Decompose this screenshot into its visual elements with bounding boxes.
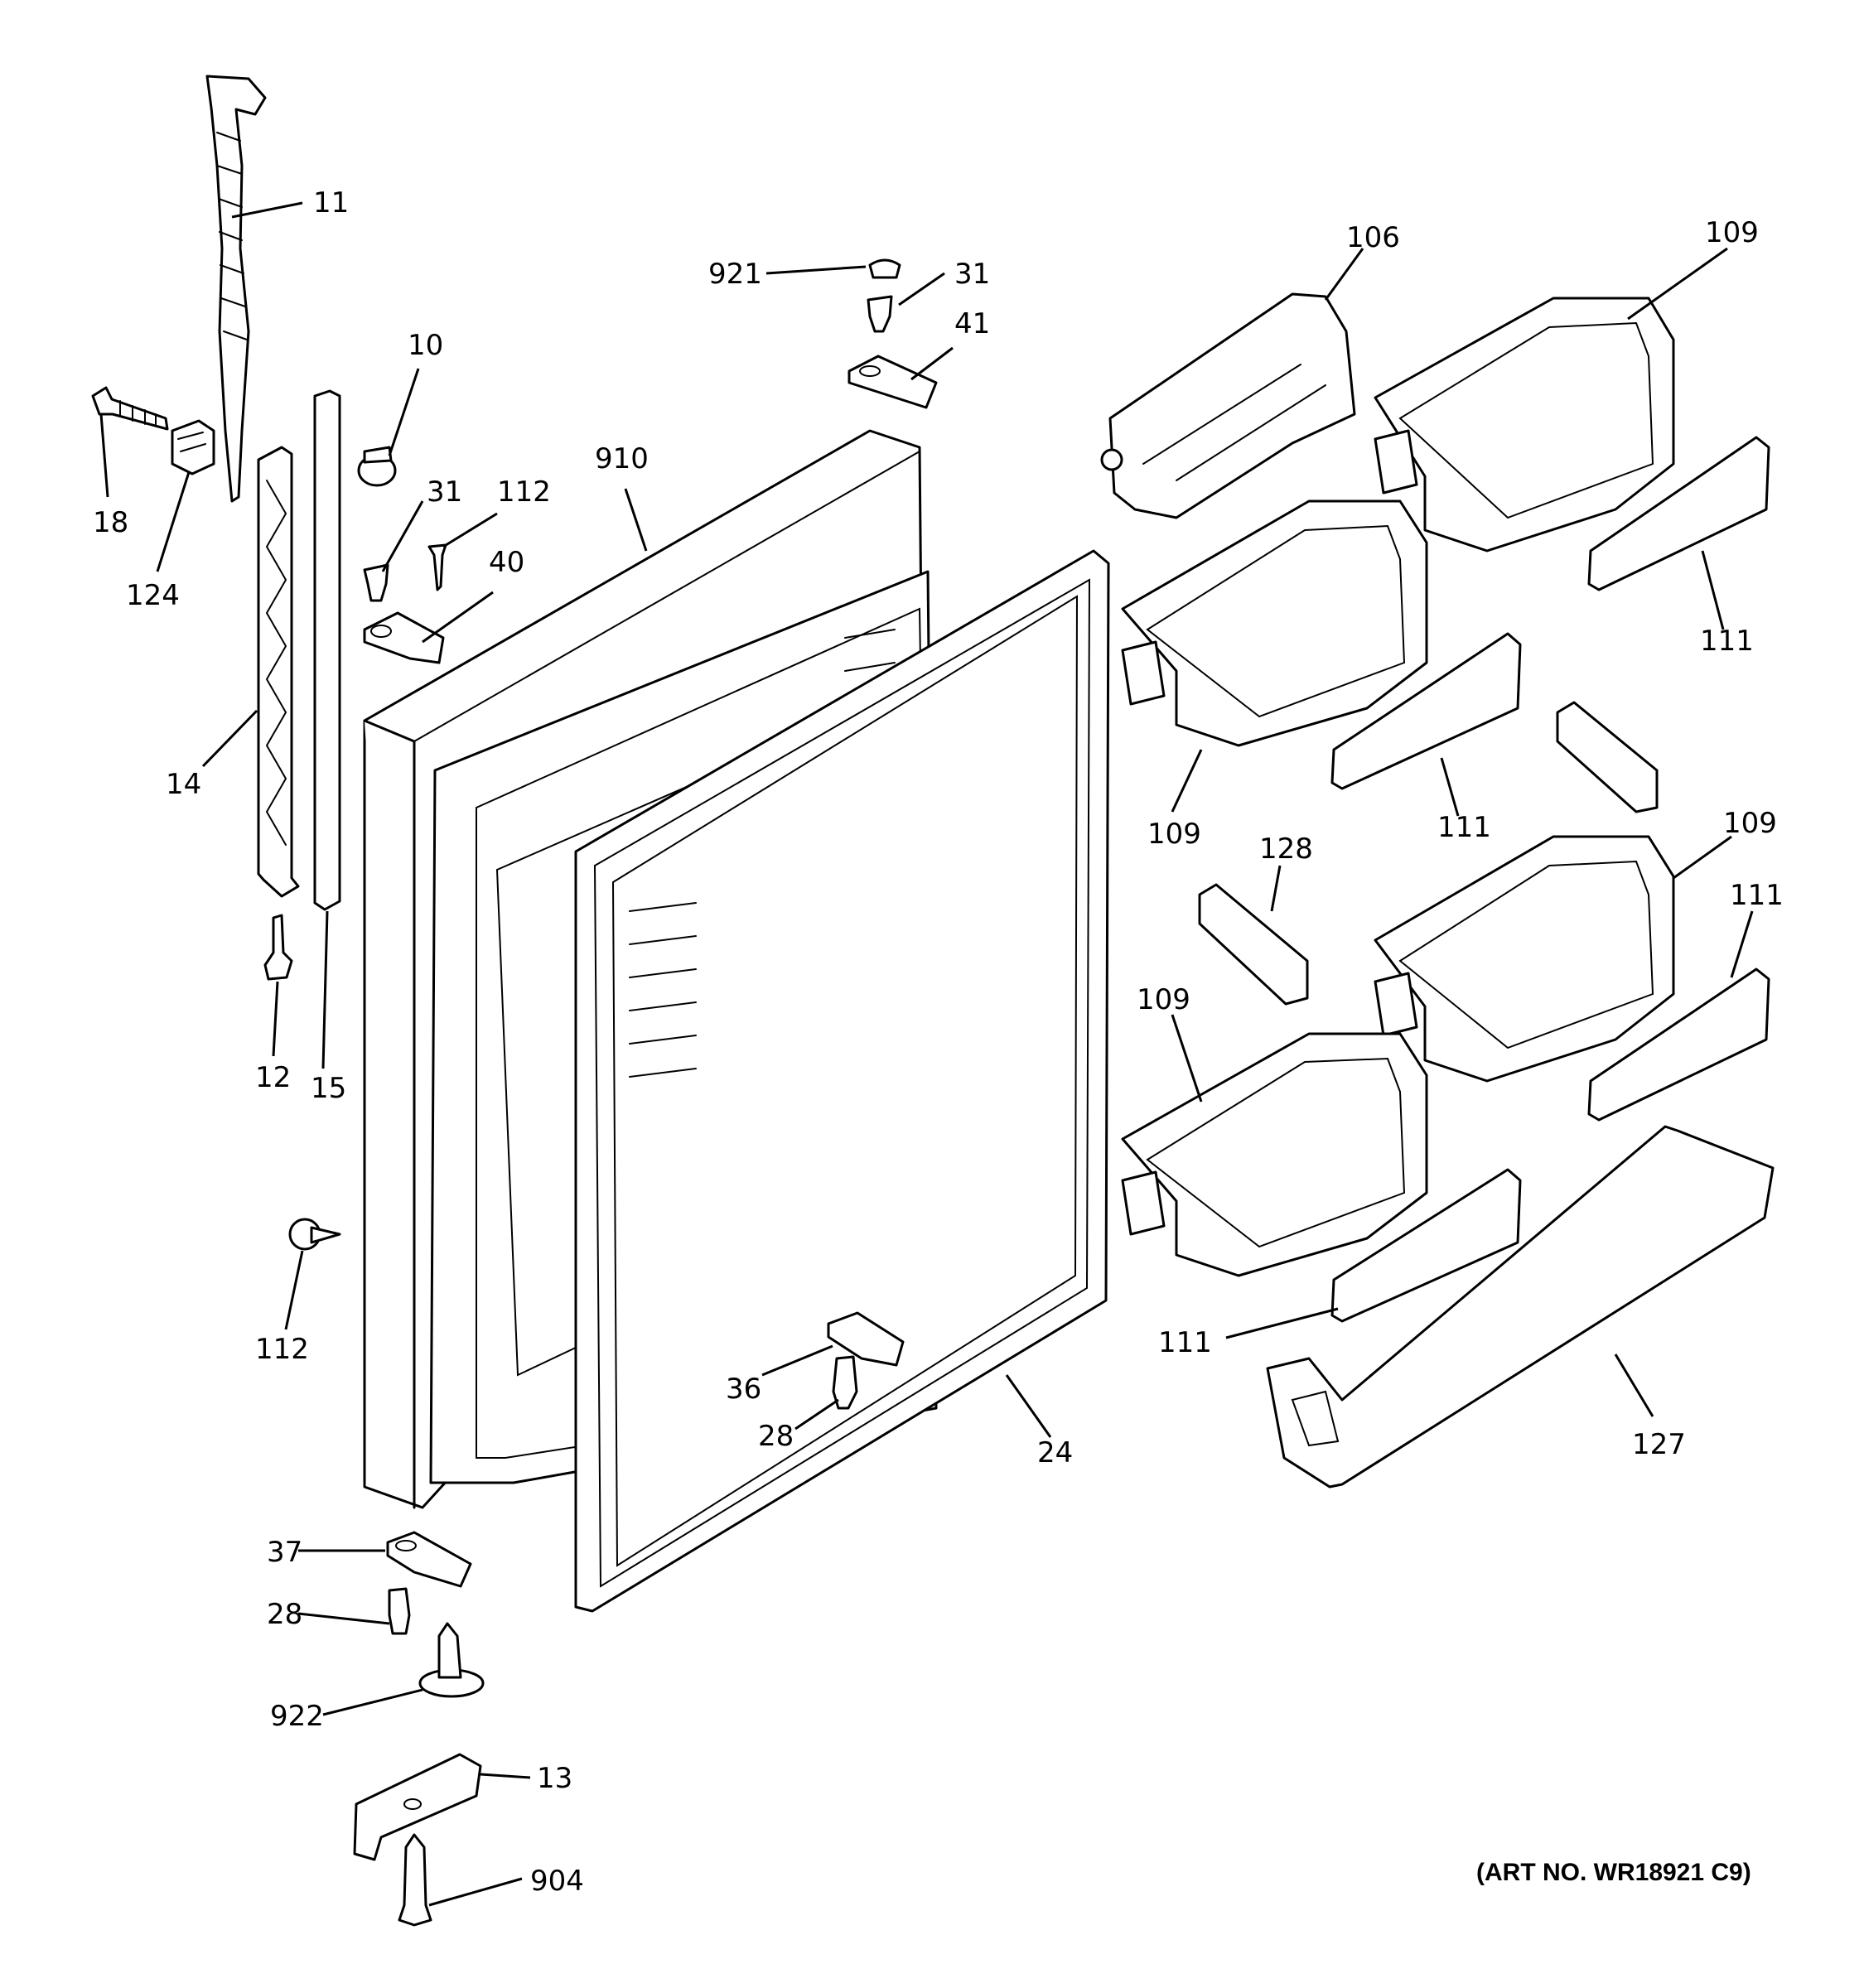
part-18-screw [91, 386, 169, 431]
part-10-plug [357, 446, 397, 487]
callout-112-upper: 112 [497, 475, 551, 509]
callout-14: 14 [166, 768, 201, 801]
callout-127: 127 [1632, 1428, 1686, 1461]
callout-15: 15 [311, 1072, 346, 1105]
part-14-handle-channel [257, 446, 300, 898]
part-31-bushing-top [867, 295, 893, 333]
callout-41: 41 [954, 307, 990, 340]
callout-109-top-right: 109 [1705, 216, 1759, 249]
part-28-bushing-lower [388, 1587, 411, 1635]
callout-109-mid-left: 109 [1147, 818, 1201, 851]
callout-12: 12 [255, 1061, 291, 1094]
art-number: (ART NO. WR18921 C9) [1476, 1859, 1751, 1886]
part-109-door-bin-2 [1121, 499, 1428, 747]
part-904-hinge-pin [398, 1833, 432, 1927]
part-shelf-end-cap-right [1556, 701, 1659, 813]
callout-28-lower: 28 [267, 1598, 302, 1631]
callout-109-lower-left: 109 [1137, 983, 1190, 1016]
callout-111-lower: 111 [1158, 1326, 1212, 1359]
part-109-door-bin-1 [1374, 297, 1675, 552]
callout-13: 13 [537, 1762, 572, 1795]
callout-111-mid-right: 111 [1730, 879, 1784, 912]
part-111-bin-front-3 [1587, 967, 1770, 1122]
callout-112-lower: 112 [255, 1333, 309, 1366]
part-109-door-bin-3 [1374, 835, 1675, 1083]
callout-910: 910 [595, 442, 649, 475]
callout-28-center: 28 [758, 1420, 794, 1453]
callout-labels: 11 18 124 10 910 921 31 41 31 112 40 14 … [93, 186, 1784, 1898]
part-12-screw [263, 914, 293, 981]
callout-921: 921 [708, 258, 762, 291]
callout-40: 40 [489, 546, 524, 579]
part-41-hinge-plate [847, 355, 938, 409]
part-24-door-gasket [574, 549, 1110, 1613]
part-28-bushing-center [832, 1355, 858, 1410]
callout-18: 18 [93, 506, 128, 539]
part-15-trim-strip [313, 389, 341, 911]
callout-31-left: 31 [427, 475, 462, 509]
callout-10: 10 [408, 329, 443, 362]
part-128-shelf-end-cap [1198, 883, 1309, 1006]
callout-31-top: 31 [954, 258, 990, 291]
part-124-clip [171, 419, 215, 475]
callout-24: 24 [1037, 1436, 1073, 1469]
callout-111-top-right: 111 [1700, 625, 1754, 658]
part-13-bottom-hinge [353, 1753, 482, 1861]
part-112-screw-left [288, 1218, 341, 1251]
part-111-bin-front-1 [1587, 436, 1770, 591]
callout-124: 124 [126, 579, 180, 612]
part-11-hinge-cover [205, 75, 267, 503]
part-127-large-bin [1266, 1125, 1775, 1489]
callout-922: 922 [270, 1700, 324, 1733]
callout-106: 106 [1346, 221, 1400, 254]
part-112-screw-upper [427, 543, 447, 591]
part-109-door-bin-4 [1121, 1032, 1428, 1277]
leader-lines [99, 201, 1754, 1907]
part-40-hinge-plate [363, 611, 445, 664]
callout-111-mid: 111 [1437, 811, 1491, 844]
part-37-hinge-plate [386, 1531, 472, 1588]
callout-37: 37 [267, 1536, 302, 1569]
callout-128: 128 [1259, 832, 1313, 866]
part-106-dairy-compartment [1100, 292, 1356, 519]
part-111-bin-front-2 [1330, 632, 1522, 790]
callout-36: 36 [726, 1373, 761, 1406]
callout-109-mid-right: 109 [1723, 807, 1777, 840]
part-36-hinge-bracket [827, 1311, 905, 1367]
part-922-hinge-pin [418, 1622, 485, 1698]
callout-11: 11 [313, 186, 349, 220]
callout-904: 904 [530, 1865, 584, 1898]
part-921-cap [868, 258, 901, 279]
part-111-bin-front-4 [1330, 1168, 1522, 1323]
